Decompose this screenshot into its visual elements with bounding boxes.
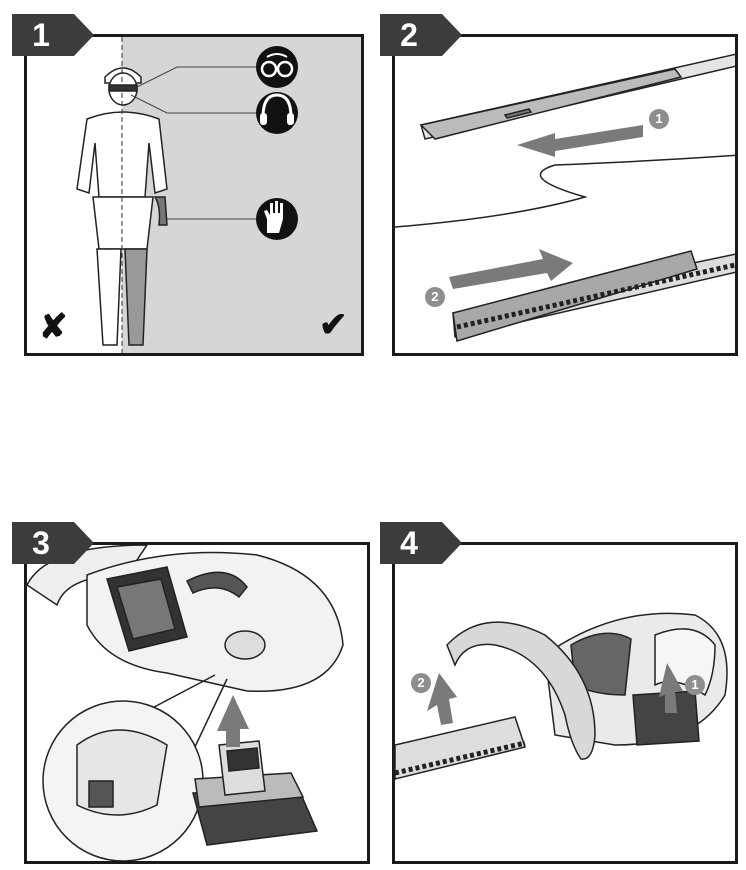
callout-2: 2 <box>411 673 431 693</box>
step-2-illustration <box>395 53 735 342</box>
step-4-panel: 1 2 <box>392 542 738 864</box>
step-1-number: 1 <box>32 17 50 53</box>
step-3-tag: 3 <box>12 522 94 564</box>
step-4-illustration <box>395 612 728 780</box>
callout-1: 1 <box>649 109 669 129</box>
step-3-illustration <box>27 545 344 861</box>
step-3-number: 3 <box>32 525 50 561</box>
step-1-tag: 1 <box>12 14 94 56</box>
right-mark: ✔ <box>319 306 348 344</box>
step-2-panel: 1 2 <box>392 34 738 356</box>
step-4-tag: 4 <box>380 522 462 564</box>
wrong-mark: ✘ <box>39 308 68 346</box>
step-2-number: 2 <box>400 17 418 53</box>
safety-glasses-icon <box>256 46 298 88</box>
step-3-panel <box>24 542 370 864</box>
step-1-panel: ✘ ✔ <box>24 34 364 356</box>
callout-1: 1 <box>685 675 705 695</box>
step-2-tag: 2 <box>380 14 462 56</box>
callout-2: 2 <box>425 287 445 307</box>
gloves-icon <box>256 198 298 240</box>
ear-protection-icon <box>256 92 298 134</box>
step-4-number: 4 <box>400 525 418 561</box>
step-1-illustration <box>76 37 361 353</box>
